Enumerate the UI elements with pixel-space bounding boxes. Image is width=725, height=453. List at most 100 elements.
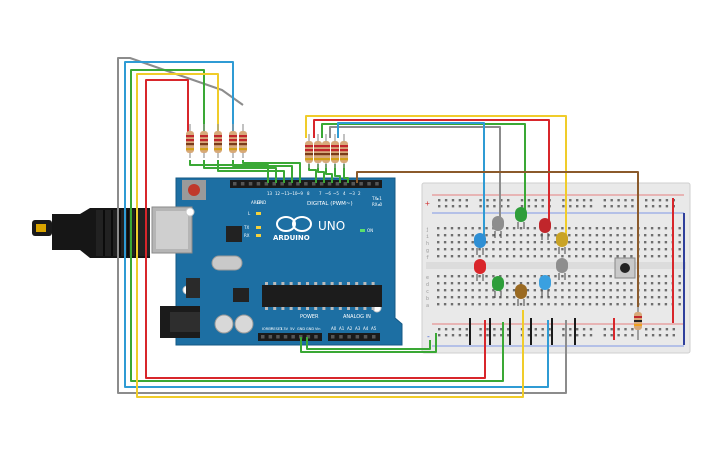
resistor[interactable] [305, 134, 313, 168]
analog-label: ANALOG IN [343, 314, 371, 320]
analog-pin-labels: A0 A1 A2 A3 A4 A5 [331, 326, 377, 331]
rail-hole [658, 328, 662, 331]
wire-green-gnd[interactable] [300, 333, 437, 353]
hole [602, 282, 605, 285]
chip-pin [330, 282, 334, 285]
header-socket [319, 182, 324, 186]
hole [568, 296, 571, 299]
hole [471, 282, 474, 285]
hole [519, 234, 523, 237]
led-gray-1[interactable] [492, 216, 504, 238]
hole [464, 282, 467, 285]
header-socket [276, 335, 280, 339]
rail-hole [576, 334, 579, 337]
chip-pin [306, 307, 309, 310]
hole [623, 282, 626, 285]
rail-hole [479, 328, 482, 331]
chip-pin [306, 282, 309, 285]
rail-hole [658, 334, 662, 337]
header-socket [240, 182, 245, 186]
rail-hole [617, 328, 620, 331]
resistor[interactable] [322, 134, 330, 168]
hole [609, 289, 612, 292]
rail-hole [569, 205, 572, 208]
rx-pin-label: RX◂0 [372, 202, 383, 207]
analog-header[interactable] [328, 333, 380, 341]
resistor[interactable] [200, 124, 208, 158]
header-socket [233, 182, 237, 186]
resistor[interactable] [239, 124, 247, 158]
hole [609, 227, 612, 230]
rail-hole [465, 205, 468, 208]
led-yellow-1[interactable] [556, 232, 568, 254]
wire-red-loop[interactable] [145, 79, 486, 379]
hole [568, 289, 571, 292]
header-socket [355, 335, 360, 339]
wire-green-loop[interactable] [130, 69, 504, 382]
wire-yellow-top[interactable] [305, 115, 567, 235]
led-red-2[interactable] [474, 259, 486, 281]
hole [540, 255, 543, 258]
hole [616, 248, 619, 251]
wire-blue-loop[interactable] [124, 61, 549, 388]
resistors [186, 124, 348, 168]
led-green-2[interactable] [492, 276, 504, 298]
power-header[interactable] [258, 333, 322, 341]
hole [485, 241, 488, 244]
header-socket [304, 182, 308, 186]
hole [478, 296, 481, 299]
rail-hole [582, 205, 586, 208]
hole [575, 234, 578, 237]
push-button[interactable] [614, 257, 636, 279]
wire-brown[interactable] [356, 171, 639, 307]
resistor[interactable] [214, 124, 222, 158]
resistor[interactable] [186, 124, 194, 158]
resistor[interactable] [331, 134, 339, 168]
rail-hole [651, 205, 655, 208]
rail-hole [541, 205, 544, 208]
hole [568, 234, 571, 237]
led-blue-1[interactable] [474, 233, 486, 255]
hole [602, 296, 605, 299]
usb-cable[interactable] [32, 208, 150, 258]
hole [485, 275, 488, 278]
resistor[interactable] [229, 124, 237, 158]
hole [602, 289, 605, 292]
chip-pin [281, 307, 285, 310]
hole [568, 282, 571, 285]
resistor[interactable] [314, 134, 322, 168]
hole [644, 248, 647, 251]
hole [644, 303, 647, 306]
chip-pin [314, 307, 318, 310]
wire-gray-loop[interactable] [117, 57, 567, 394]
header-socket [280, 182, 284, 186]
hole [595, 303, 599, 306]
hole [492, 303, 495, 306]
hole [464, 234, 467, 237]
hole [568, 255, 571, 258]
arduino-uno-board[interactable]: ARDUINO UNO DIGITAL (PWM~) TX▸1 RX◂0 ARE… [151, 177, 403, 346]
led-gray-2[interactable] [556, 258, 568, 280]
led-green-1[interactable] [515, 207, 527, 229]
wire-yellow-loop[interactable] [136, 73, 524, 398]
reset-button[interactable] [188, 184, 200, 196]
hole [554, 255, 557, 258]
rail-hole [645, 199, 648, 202]
pulldown-resistor[interactable] [634, 307, 642, 340]
hole [581, 255, 585, 258]
rx-led-label: RX [244, 233, 250, 238]
led-brown-1[interactable] [515, 284, 527, 306]
resistor[interactable] [340, 134, 348, 168]
header-socket [339, 335, 343, 339]
chip-pin [322, 282, 326, 285]
wire-blue-top[interactable] [337, 122, 485, 238]
hole [644, 289, 647, 292]
rail-hole [500, 334, 503, 337]
rail-hole [444, 205, 448, 208]
led-blue-2[interactable] [539, 275, 551, 297]
hole [575, 227, 578, 230]
hole [588, 248, 592, 251]
led-red-1[interactable] [539, 218, 551, 240]
wire-gray-top[interactable] [329, 126, 501, 222]
row-letter: b [426, 296, 429, 302]
